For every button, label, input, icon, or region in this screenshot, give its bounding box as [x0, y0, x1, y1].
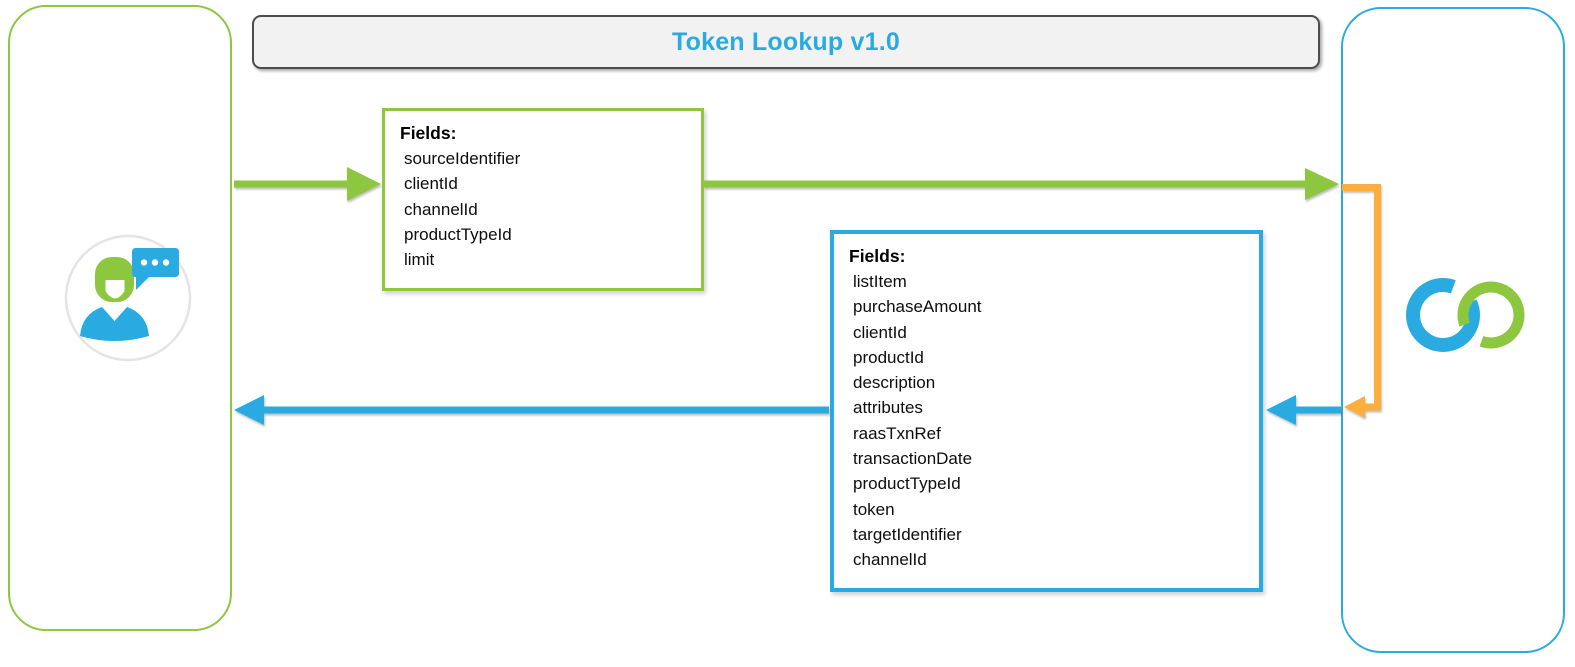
page-title: Token Lookup v1.0 [672, 27, 900, 56]
field-item: channelId [404, 199, 478, 219]
diagram-title-bar: Token Lookup v1.0 [252, 15, 1320, 69]
field-item: listItem [853, 272, 907, 291]
field-item: productTypeId [853, 474, 961, 494]
field-item: clientId [853, 322, 907, 342]
response-fields-box: Fields: listItem purchaseAmount clientId pr… [830, 230, 1263, 592]
field-item: sourceIdentifier [404, 149, 521, 168]
field-item: channelId [853, 550, 927, 570]
interlocking-rings-logo-icon [1403, 268, 1533, 368]
field-item: transactionDate [853, 449, 973, 469]
field-item: limit [404, 250, 435, 270]
field-item: productId [853, 347, 924, 367]
response-arrow-right-segment [1266, 395, 1341, 425]
field-item: token [853, 499, 895, 519]
request-fields-label: Fields: [400, 123, 457, 143]
field-item: productTypeId [404, 224, 512, 244]
user-chat-icon [62, 232, 196, 371]
field-item: description [853, 373, 936, 393]
request-arrow-left-segment [234, 167, 381, 201]
request-arrow-right-segment [704, 168, 1339, 200]
request-fields-list: sourceIdentifier clientId channelId product… [400, 146, 693, 272]
field-item: targetIdentifier [853, 524, 962, 544]
response-fields-list: listItem purchaseAmount clientId productId d… [849, 269, 1251, 573]
field-item: purchaseAmount [853, 297, 982, 317]
field-item: clientId [404, 174, 458, 194]
response-fields-label: Fields: [849, 246, 906, 266]
request-fields-box: Fields: sourceIdentifier clientId channelI… [382, 108, 704, 291]
field-item: raasTxnRef [853, 423, 941, 443]
field-item: attributes [853, 398, 923, 418]
response-arrow-left-segment [234, 395, 829, 425]
